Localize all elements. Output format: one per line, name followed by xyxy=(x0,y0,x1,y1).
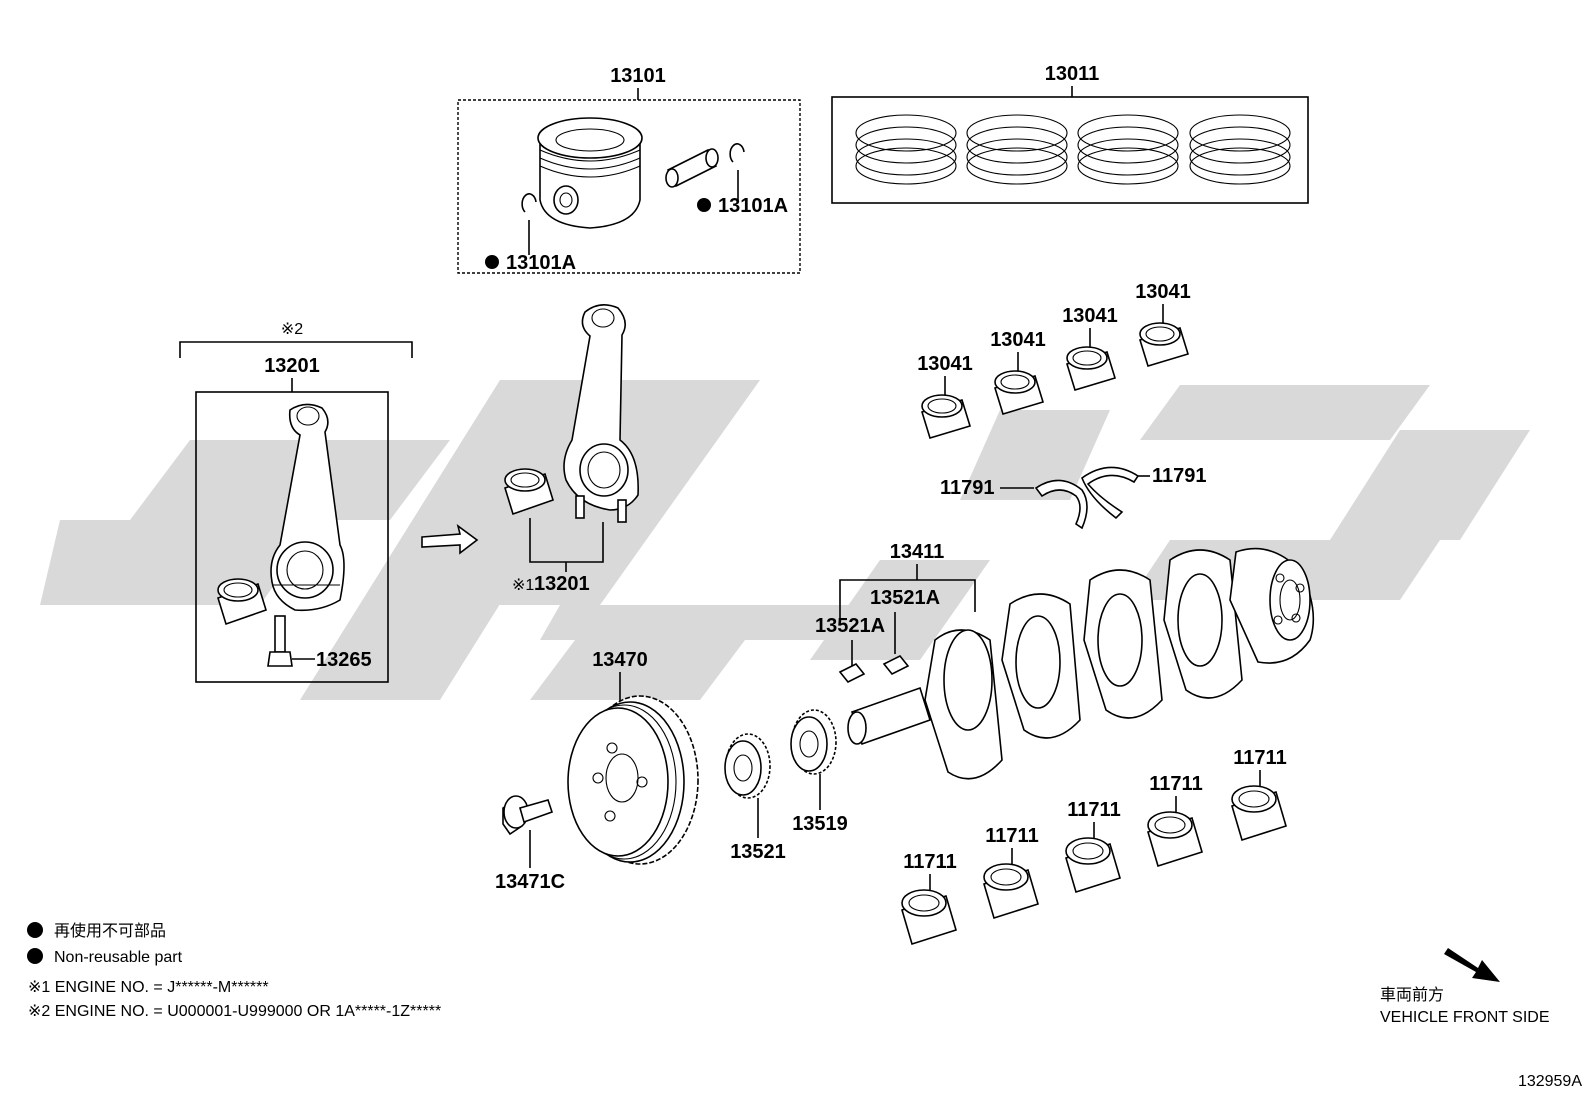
ring-set-3 xyxy=(1077,114,1179,185)
thrust-washer-right xyxy=(1081,466,1140,520)
ring-set-1 xyxy=(855,114,957,185)
crankshaft-group: 13411 13521A 13521A xyxy=(815,541,1315,780)
lower-bearing-c xyxy=(1065,837,1121,894)
ring-set-2 xyxy=(966,114,1068,185)
timing-gear-13521 xyxy=(724,733,771,799)
label-13521: 13521 xyxy=(730,841,786,863)
crank-pulley xyxy=(567,695,699,865)
label-13041-b: 13041 xyxy=(990,329,1046,351)
label-11791-right: 11791 xyxy=(1152,465,1207,487)
crank-pulley-group: 13470 xyxy=(567,649,699,865)
label-13011: 13011 xyxy=(1045,63,1100,85)
lower-bearing-a xyxy=(901,889,957,946)
note-2: ※2 ENGINE NO. = U000001-U999000 OR 1A***… xyxy=(28,1003,441,1020)
lower-bearing-e xyxy=(1231,785,1287,842)
label-11711-e: 11711 xyxy=(1233,747,1286,769)
crank-key-a xyxy=(838,662,866,684)
piston xyxy=(537,117,643,229)
conrod-kit-rod xyxy=(270,403,345,612)
label-13201-kit: 13201 xyxy=(264,355,320,377)
conrod-kit-box xyxy=(195,391,389,683)
label-13521A-a: 13521A xyxy=(870,587,940,609)
piston-kit-box xyxy=(457,99,801,274)
label-13265: 13265 xyxy=(316,649,372,671)
snap-ring-left xyxy=(521,193,537,213)
label-11711-b: 11711 xyxy=(985,825,1038,847)
lower-bearing-b xyxy=(983,863,1039,920)
label-13471C: 13471C xyxy=(495,871,565,893)
front-direction: 車両前方 VEHICLE FRONT SIDE xyxy=(1380,948,1550,1026)
thrust-washers-group: 11791 11791 xyxy=(940,465,1207,530)
label-13470: 13470 xyxy=(592,649,648,671)
label-13519: 13519 xyxy=(792,813,848,835)
legend-dot-icon xyxy=(27,922,43,938)
piston-rings-group: 13011 xyxy=(831,63,1309,204)
legend-dot-icon xyxy=(27,948,43,964)
label-13521A-b: 13521A xyxy=(815,615,885,637)
label-11711-a: 11711 xyxy=(903,851,956,873)
non-reusable-dot-left xyxy=(485,255,499,269)
legend-en: Non-reusable part xyxy=(54,949,183,966)
conrod-kit-group: ※2 13201 13265 xyxy=(179,321,413,683)
conrod-bearing xyxy=(504,468,554,516)
label-13201-ref: 13201 xyxy=(534,573,590,595)
crankshaft xyxy=(847,547,1315,780)
crank-key-b xyxy=(882,654,910,676)
label-13041-d: 13041 xyxy=(1135,281,1191,303)
label-11711-c: 11711 xyxy=(1067,799,1120,821)
upper-bearings-group: 13041 13041 13041 13041 xyxy=(917,281,1191,439)
upper-bearing-b xyxy=(993,370,1045,415)
pulley-bolt xyxy=(502,795,554,836)
snap-ring-right xyxy=(729,143,745,163)
conrod-bolt xyxy=(267,615,293,667)
lower-bearing-d xyxy=(1147,811,1203,868)
label-11791-left: 11791 xyxy=(940,477,995,499)
piston-pin xyxy=(665,148,719,188)
upper-bearing-a xyxy=(920,394,972,439)
watermark-logo xyxy=(40,380,1530,700)
legend-jp: 再使用不可部品 xyxy=(54,922,166,940)
label-13041-c: 13041 xyxy=(1062,305,1118,327)
front-arrow-icon xyxy=(1444,948,1500,982)
label-13411: 13411 xyxy=(890,541,945,563)
note-mark-1: ※1 xyxy=(512,577,534,594)
piston-rings-box xyxy=(831,96,1309,204)
non-reusable-dot-right xyxy=(697,198,711,212)
conrod-assembly xyxy=(563,304,639,523)
upper-bearing-d xyxy=(1138,322,1190,367)
lower-bearings-group: 11711 11711 11711 11711 11711 xyxy=(901,747,1287,946)
thrust-washer-left xyxy=(1034,479,1088,530)
label-11711-d: 11711 xyxy=(1149,773,1202,795)
note-1: ※1 ENGINE NO. = J******-M****** xyxy=(28,979,269,996)
legend: 再使用不可部品 Non-reusable part ※1 ENGINE NO. … xyxy=(27,922,441,1020)
arrow-right-icon xyxy=(421,524,479,555)
label-13101: 13101 xyxy=(610,65,666,87)
timing-gear-13519 xyxy=(790,709,837,775)
label-13041-a: 13041 xyxy=(917,353,973,375)
direction-en: VEHICLE FRONT SIDE xyxy=(1380,1009,1550,1026)
label-13101A-right: 13101A xyxy=(718,195,788,217)
direction-jp: 車両前方 xyxy=(1380,986,1444,1004)
ring-set-4 xyxy=(1189,114,1291,185)
diagram-id: 132959A xyxy=(1518,1073,1582,1090)
conrod-kit-bearing xyxy=(217,578,267,626)
piston-group: 13101 13101A 13101A xyxy=(457,65,801,274)
upper-bearing-c xyxy=(1065,346,1117,391)
note-mark-2: ※2 xyxy=(281,321,303,338)
label-13101A-left: 13101A xyxy=(506,252,576,274)
